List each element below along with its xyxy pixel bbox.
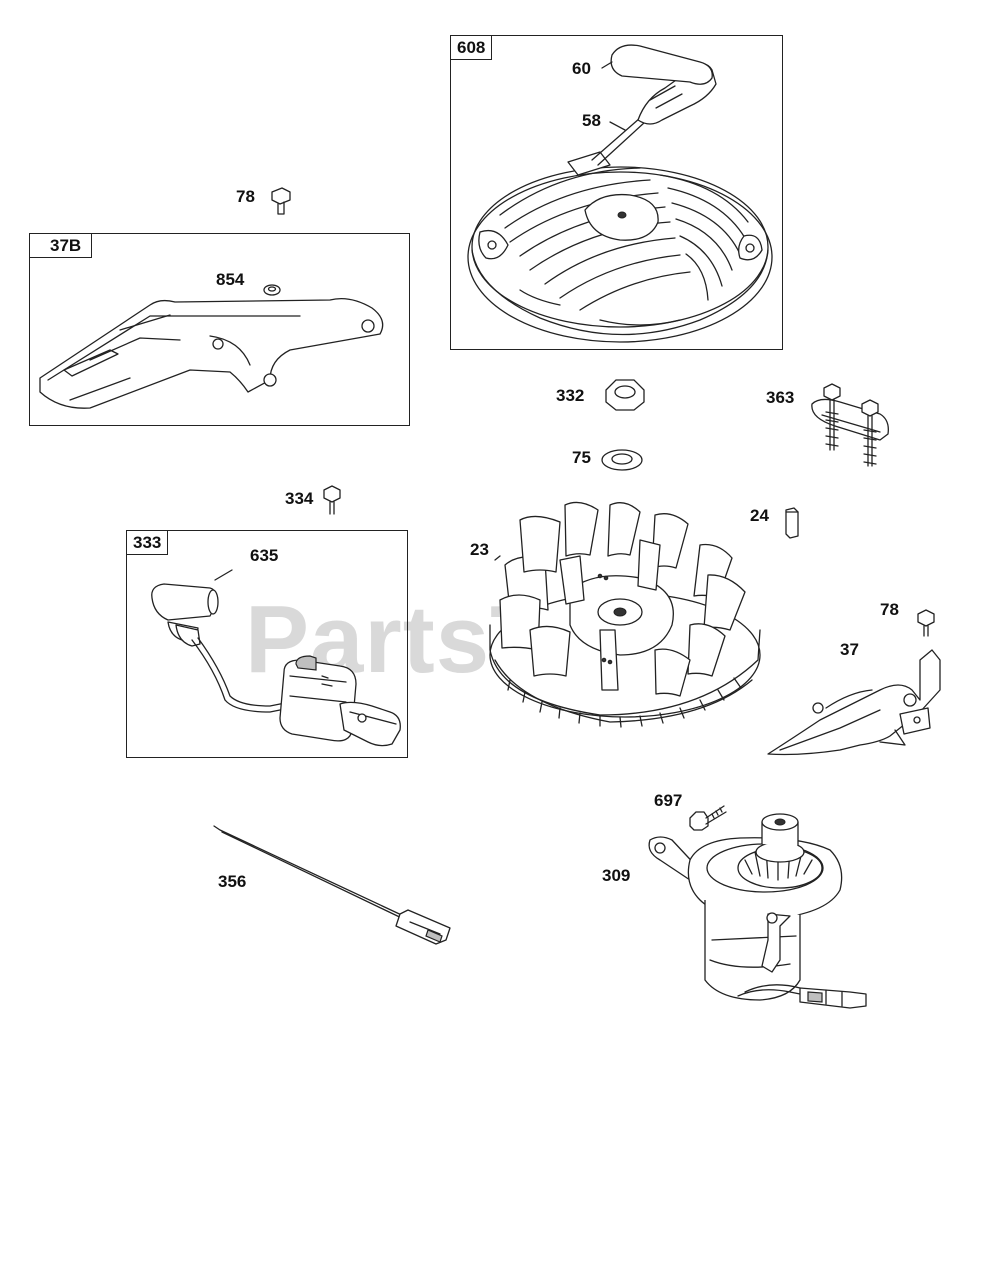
part-label-78-right: 78 (880, 600, 899, 619)
part-label-332: 332 (556, 386, 585, 405)
part-label-334: 334 (285, 489, 314, 508)
washer-75-drawing (601, 449, 643, 471)
key-24-drawing (785, 507, 799, 539)
ground-wire-356-drawing (213, 825, 451, 945)
part-label-60: 60 (572, 59, 591, 78)
part-label-58: 58 (582, 111, 601, 130)
box-333: 333 (126, 530, 408, 758)
bolt-78-top-drawing (271, 187, 291, 215)
recoil-starter-drawing (467, 44, 773, 343)
part-label-356: 356 (218, 872, 247, 891)
part-label-363: 363 (766, 388, 795, 407)
part-label-309: 309 (602, 866, 631, 885)
bolt-697-drawing (689, 805, 727, 831)
box-608: 608 (450, 35, 783, 350)
box-37b: 37B (29, 233, 410, 426)
part-label-697: 697 (654, 791, 683, 810)
part-label-37: 37 (840, 640, 859, 659)
air-vane-37b-drawing (39, 284, 384, 409)
part-label-75: 75 (572, 448, 591, 467)
part-label-23: 23 (470, 540, 489, 559)
nut-332-drawing (605, 379, 645, 411)
part-label-78-top: 78 (236, 187, 255, 206)
air-vane-37-drawing (767, 649, 941, 756)
flywheel-23-drawing (489, 501, 761, 728)
bolt-334-drawing (323, 485, 341, 515)
box-37b-tag: 37B (30, 234, 93, 258)
bracket-363-drawing (811, 383, 889, 467)
part-label-635: 635 (250, 546, 279, 565)
box-608-tag: 608 (451, 36, 493, 60)
bolt-78-right-drawing (917, 609, 935, 637)
armature-333-drawing (151, 569, 401, 747)
starter-motor-309-drawing (648, 813, 867, 1009)
part-label-24: 24 (750, 506, 769, 525)
part-label-854: 854 (216, 270, 245, 289)
box-333-tag: 333 (127, 531, 169, 555)
